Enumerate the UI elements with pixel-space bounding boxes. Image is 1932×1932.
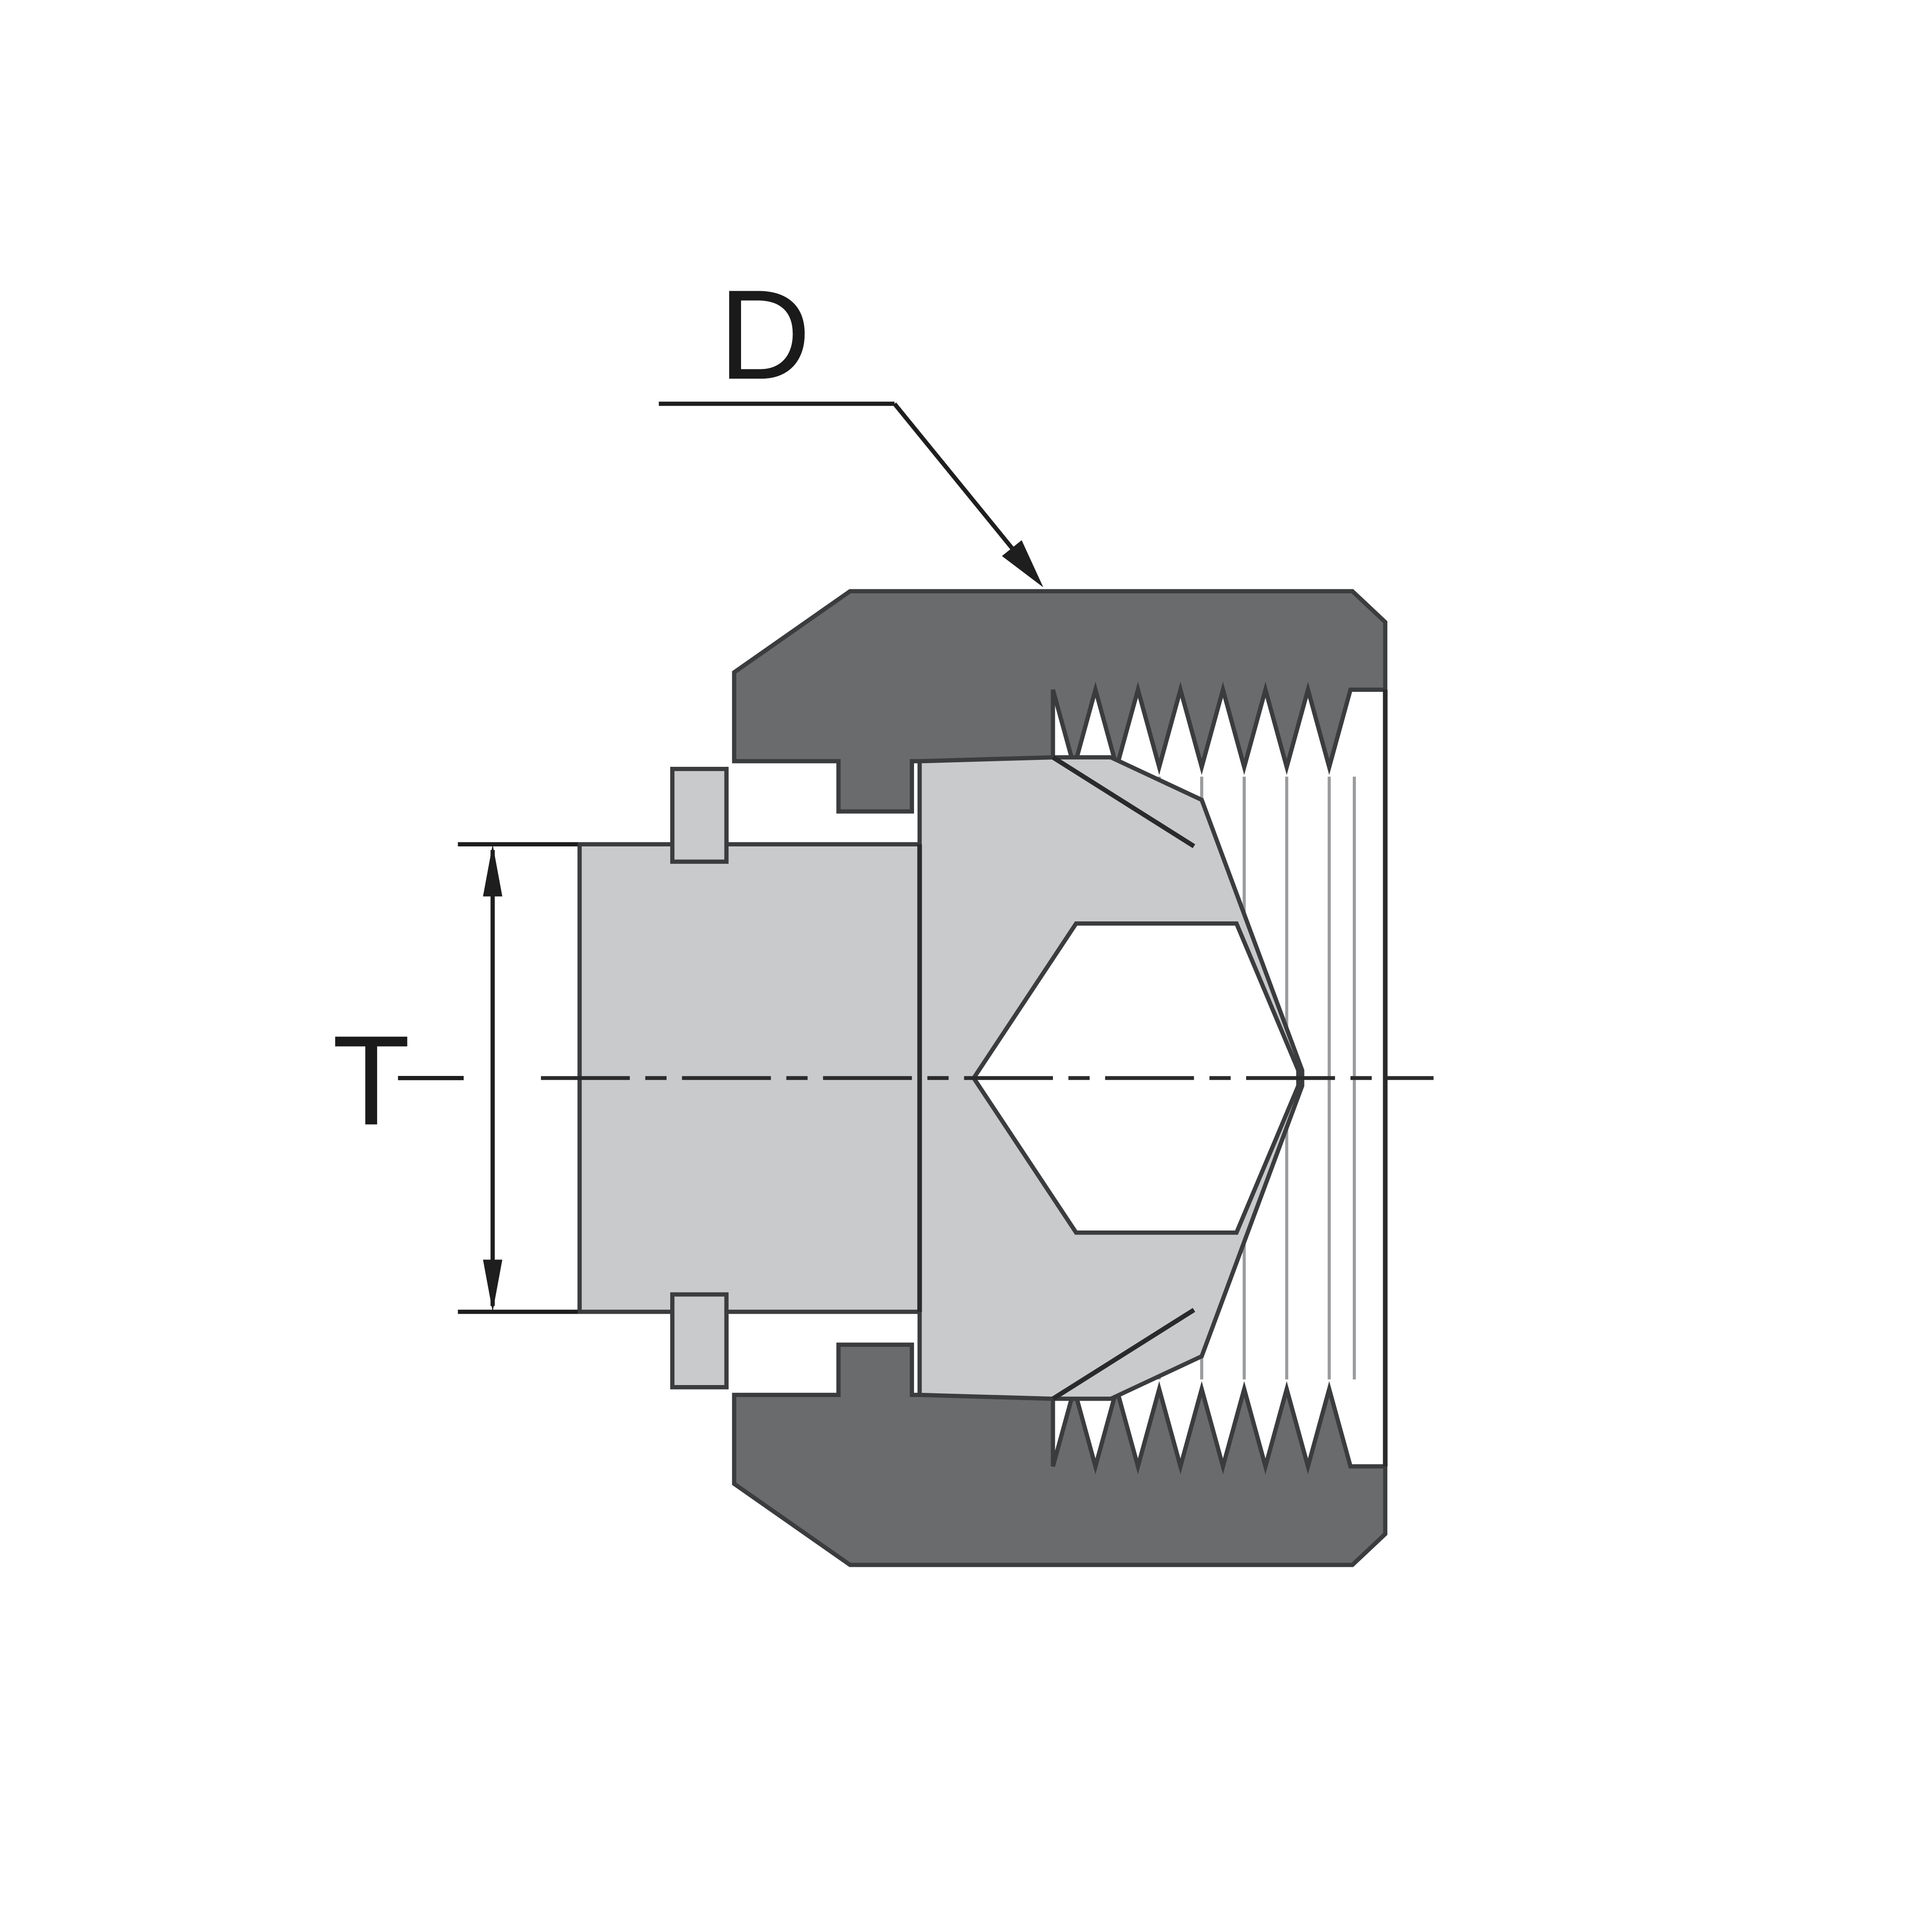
t-label: T	[332, 1009, 410, 1151]
t-dim-arrowhead-bottom-icon	[483, 1259, 502, 1312]
cap-nut-lower-section	[732, 1342, 1388, 1567]
d-leader-arrowhead-icon	[1002, 540, 1043, 587]
back-ferrule-tab-lower	[670, 1292, 729, 1390]
d-callout: D	[659, 263, 1043, 587]
cap-nut-body	[732, 589, 1388, 1567]
d-leader-diagonal	[893, 402, 1032, 571]
t-dim-arrowhead-top-icon	[483, 844, 502, 897]
t-dimension: T	[332, 842, 578, 1314]
d-label: D	[719, 263, 811, 406]
front-ferrule-taper-upper	[1052, 755, 1196, 848]
front-ferrule-taper-lower	[1052, 1308, 1196, 1401]
cap-nut-upper-section	[732, 589, 1388, 814]
back-ferrule-tab-upper	[670, 766, 729, 864]
